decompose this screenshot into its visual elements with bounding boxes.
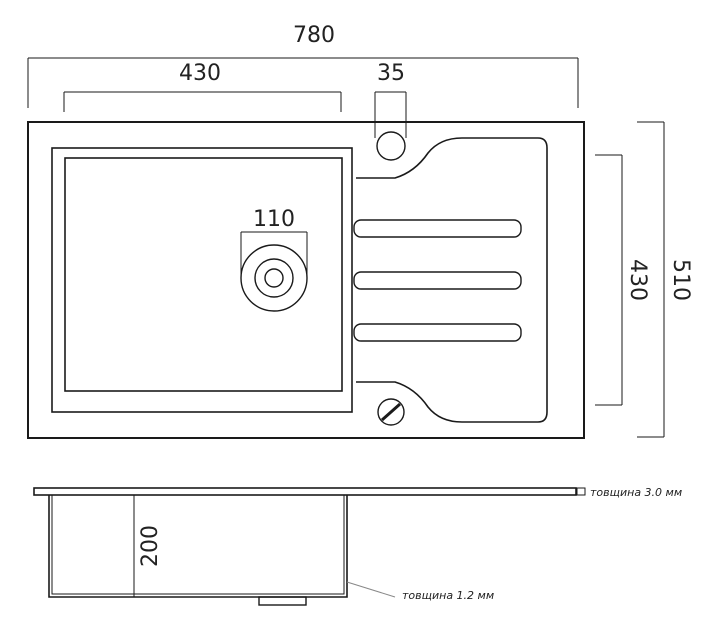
note-top-thickness: товщина 3.0 мм [576,486,682,499]
dimension-bowl-length: 430 [595,154,650,406]
bowl-section-inner [51,495,345,595]
note-label-bowl-thickness: товщина 1.2 мм [402,589,494,602]
drainer-board [356,137,548,423]
dimension-bowl-depth: 200 [133,495,163,597]
dimension-bowl-width: 430 [63,61,342,112]
drain-outlet [258,596,307,606]
sink-outline [27,121,585,439]
dim-label-bowl-length: 430 [625,259,650,301]
dim-label-tap-hole: 35 [377,61,405,86]
dim-label-overall-length: 510 [668,259,693,301]
bowl-inner-edge [64,157,343,392]
sink-deck-section [33,487,577,496]
bowl-section [48,495,348,598]
dim-label-drain: 110 [253,207,295,232]
overflow-hole [377,398,405,426]
dimension-drain: 110 [240,207,308,278]
dim-label-overall-width: 780 [293,23,335,48]
drain [240,244,308,312]
note-bowl-thickness: товщина 1.2 мм [346,581,494,602]
drainer-groove [353,271,522,290]
dimension-tap-hole: 35 [374,61,407,138]
dimension-overall-width: 780 [27,23,579,108]
dim-label-bowl-width: 430 [179,61,221,86]
note-label-top-thickness: товщина 3.0 мм [590,486,682,499]
drainer-groove [353,323,522,342]
tap-hole [376,131,406,161]
bowl-outer-edge [51,147,353,413]
dim-label-bowl-depth: 200 [138,525,163,567]
drainer-groove [353,219,522,238]
dimension-overall-length: 510 [637,121,693,438]
